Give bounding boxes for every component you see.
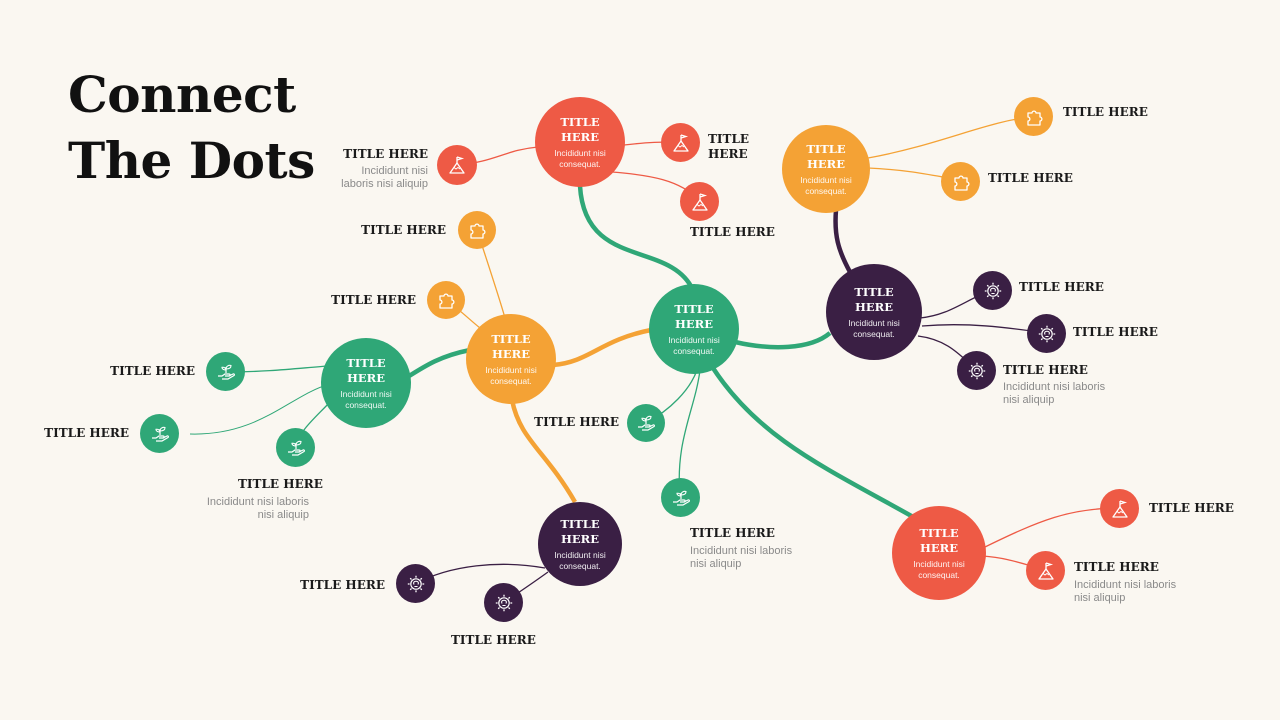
hub-subtitle: Incididunt nisi consequat. [554,549,606,571]
puzzle-piece-icon [1024,107,1044,127]
mountain-flag-icon [1036,561,1056,581]
hub-subtitle: Incididunt nisi consequat. [848,317,900,339]
label-6: TITLE HERE [1019,280,1104,294]
mountain-flag-icon [447,155,467,175]
hub-title: TITLE HERE [854,284,894,314]
title-line-1: Connect [68,65,296,124]
hub-subtitle: Incididunt nisi consequat. [340,388,392,410]
label-11: TITLE HERE [110,364,195,378]
hub-subtitle: Incididunt nisi consequat. [668,334,720,356]
label-15: TITLE HERE [690,526,775,540]
dot-green-4[interactable] [627,404,665,442]
hand-sprout-icon [150,424,170,444]
dot-orange-3[interactable] [458,211,496,249]
dot-red-2[interactable] [661,123,700,162]
link-center-top-red [577,185,696,291]
hub-top-orange[interactable]: TITLE HERE Incididunt nisi consequat. [782,125,870,213]
hub-subtitle: Incididunt nisi consequat. [913,558,965,580]
link-center-right-purple [734,331,832,350]
hub-left-orange[interactable]: TITLE HERE Incididunt nisi consequat. [466,314,556,404]
label-10: TITLE HERE [331,293,416,307]
hub-title: TITLE HERE [491,331,531,361]
dot-orange-2[interactable] [941,162,980,201]
link-center-bottom-red [711,366,917,520]
label-15-desc: Incididunt nisi laboris nisi aliquip [690,545,793,570]
link-top-orange-right-purple [833,209,852,274]
label-1: TITLE HERE [343,147,428,161]
hub-subtitle: Incididunt nisi consequat. [800,174,852,196]
lightbulb-gear-icon [406,574,426,594]
hub-title: TITLE HERE [560,114,600,144]
label-9: TITLE HERE [361,223,446,237]
hand-sprout-icon [671,488,691,508]
hub-bottom-red[interactable]: TITLE HERE Incididunt nisi consequat. [892,506,986,600]
hand-sprout-icon [286,438,306,458]
lightbulb-gear-icon [494,593,514,613]
hub-subtitle: Incididunt nisi consequat. [554,147,606,169]
label-12: TITLE HERE [44,426,129,440]
label-17: TITLE HERE [1074,560,1159,574]
lightbulb-gear-icon [1037,324,1057,344]
label-17-desc: Incididunt nisi laboris nisi aliquip [1074,579,1177,604]
dot-purple-2[interactable] [1027,314,1066,353]
dot-green-5[interactable] [661,478,700,517]
dot-red-5[interactable] [1026,551,1065,590]
dot-green-2[interactable] [140,414,179,453]
label-13: TITLE HERE [238,477,323,491]
link-left-orange-left-green [404,347,471,380]
hub-left-green[interactable]: TITLE HERE Incididunt nisi consequat. [321,338,411,428]
hub-title: TITLE HERE [674,301,714,331]
label-1-desc: Incididunt nisi laboris nisi aliquip [341,165,428,190]
dot-green-1[interactable] [206,352,245,391]
dot-purple-3[interactable] [957,351,996,390]
label-8-desc: Incididunt nisi laboris nisi aliquip [1003,381,1106,406]
label-7: TITLE HERE [1073,325,1158,339]
hand-sprout-icon [216,362,236,382]
puzzle-piece-icon [436,290,456,310]
label-2: TITLE HERE [708,132,750,161]
mountain-flag-icon [671,133,691,153]
dot-red-3[interactable] [680,182,719,221]
label-13-desc: Incididunt nisi laboris nisi aliquip [206,496,309,521]
link-left-orange-bottom-purple [509,399,577,504]
hub-top-red[interactable]: TITLE HERE Incididunt nisi consequat. [535,97,625,187]
hub-title: TITLE HERE [346,355,386,385]
puzzle-piece-icon [951,172,971,192]
hub-title: TITLE HERE [806,141,846,171]
hand-sprout-icon [636,413,656,433]
hub-title: TITLE HERE [560,516,600,546]
hub-subtitle: Incididunt nisi consequat. [485,364,537,386]
dot-purple-1[interactable] [973,271,1012,310]
link-sat-12 [189,383,331,435]
title-line-2: The Dots [68,131,315,190]
link-center-left-orange [552,327,652,368]
lightbulb-gear-icon [967,361,987,381]
dot-red-1[interactable] [437,145,477,185]
label-8: TITLE HERE [1003,363,1088,377]
puzzle-piece-icon [467,220,487,240]
label-19: TITLE HERE [451,633,536,647]
link-sat-4 [867,116,1034,159]
label-4: TITLE HERE [1063,105,1148,119]
dot-orange-1[interactable] [1014,97,1053,136]
dot-green-3[interactable] [276,428,315,467]
label-16: TITLE HERE [1149,501,1234,515]
mountain-flag-icon [1110,499,1130,519]
hub-bottom-purple[interactable]: TITLE HERE Incididunt nisi consequat. [538,502,622,586]
link-sat-16 [982,507,1121,549]
label-18: TITLE HERE [300,578,385,592]
dot-orange-4[interactable] [427,281,465,319]
dot-red-4[interactable] [1100,489,1139,528]
hub-right-purple[interactable]: TITLE HERE Incididunt nisi consequat. [826,264,922,360]
hub-center[interactable]: TITLE HERE Incididunt nisi consequat. [649,284,739,374]
label-3: TITLE HERE [690,225,775,239]
dot-purple-5[interactable] [484,583,523,622]
lightbulb-gear-icon [983,281,1003,301]
hub-title: TITLE HERE [919,525,959,555]
label-14: TITLE HERE [534,415,619,429]
mountain-flag-icon [690,192,710,212]
label-5: TITLE HERE [988,171,1073,185]
dot-purple-4[interactable] [396,564,435,603]
